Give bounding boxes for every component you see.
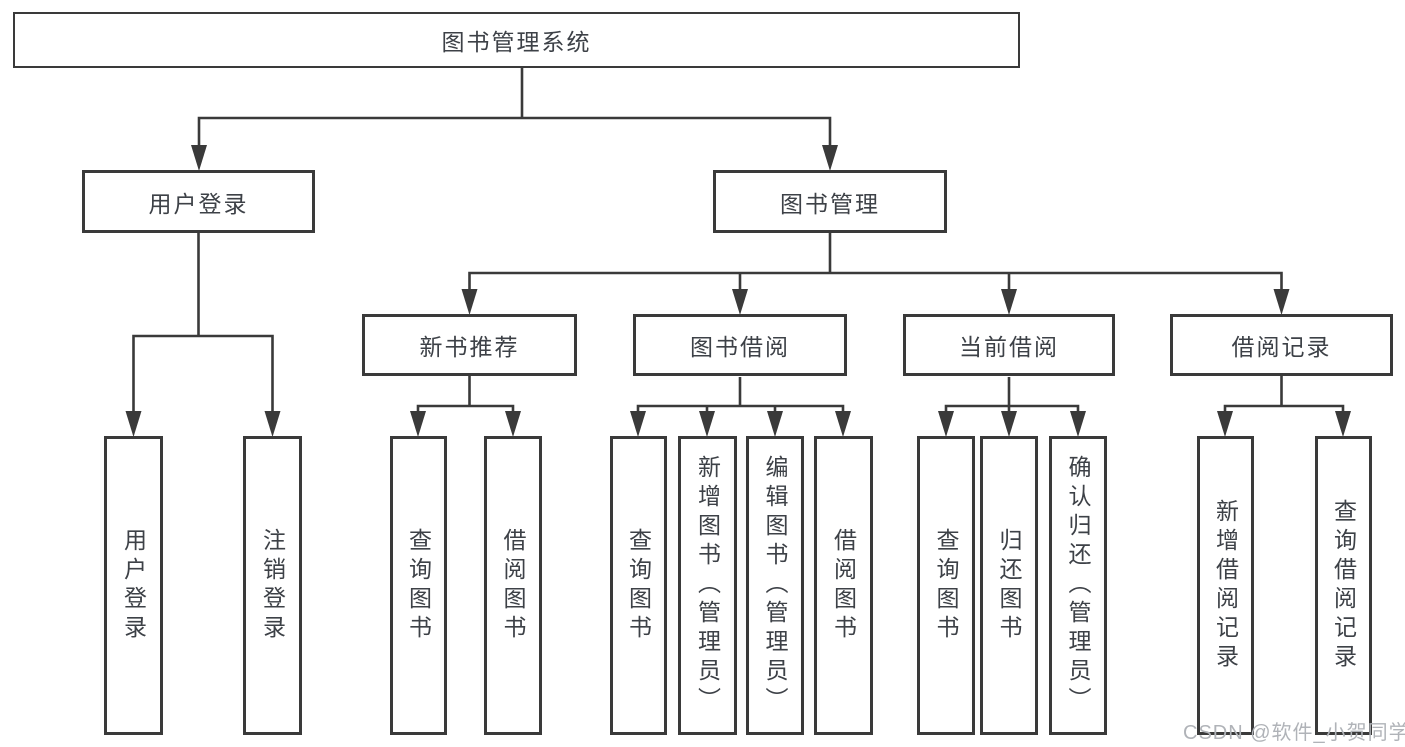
leaf-add-book-admin: 新增图书（管理员）	[678, 436, 737, 735]
leaf-confirm-return-admin-label: 确认归还（管理员）	[1065, 455, 1091, 716]
node-user-login-label: 用户登录	[148, 190, 249, 217]
csdn-watermark: CSDN @软件_小贺同学	[1183, 722, 1405, 744]
node-root-label: 图书管理系统	[441, 29, 592, 55]
leaf-user-login-label: 用户登录	[120, 527, 147, 644]
leaf-add-book-admin-label: 新增图书（管理员）	[694, 455, 721, 716]
leaf-query-books-1-label: 查询图书	[405, 527, 432, 644]
leaf-query-books-2: 查询图书	[610, 436, 667, 735]
node-borrow-records-label: 借阅记录	[1231, 334, 1332, 360]
node-book-management: 图书管理	[713, 170, 947, 233]
leaf-borrow-books-2: 借阅图书	[814, 436, 873, 735]
connector-level3-split	[468, 271, 1283, 290]
connector-level2-split	[197, 116, 832, 146]
node-book-management-label: 图书管理	[780, 190, 880, 217]
node-user-login: 用户登录	[82, 170, 315, 233]
connector-userlogin-split	[132, 334, 274, 412]
leaf-query-books-3-label: 查询图书	[933, 527, 959, 644]
leaf-borrow-books-1: 借阅图书	[484, 436, 542, 735]
arrowheads	[125, 145, 1351, 437]
node-borrow-records: 借阅记录	[1170, 314, 1393, 376]
leaf-query-borrow-record-label: 查询借阅记录	[1330, 498, 1357, 673]
leaf-borrow-books-1-label: 借阅图书	[500, 527, 526, 644]
leaf-return-books-label: 归还图书	[996, 527, 1022, 644]
node-book-borrow-label: 图书借阅	[690, 334, 790, 360]
connector-cb-split	[944, 404, 1080, 412]
node-root: 图书管理系统	[13, 12, 1020, 68]
leaf-confirm-return-admin: 确认归还（管理员）	[1049, 436, 1107, 735]
node-new-book-recommend: 新书推荐	[362, 314, 577, 376]
node-current-borrow: 当前借阅	[903, 314, 1115, 376]
node-current-borrow-label: 当前借阅	[959, 334, 1059, 360]
node-new-book-recommend-label: 新书推荐	[419, 334, 520, 360]
connector-nbr-split	[416, 404, 515, 412]
leaf-add-borrow-record: 新增借阅记录	[1197, 436, 1254, 735]
leaf-user-login: 用户登录	[104, 436, 163, 735]
leaf-logout: 注销登录	[243, 436, 302, 735]
leaf-query-books-3: 查询图书	[917, 436, 975, 735]
leaf-add-borrow-record-label: 新增借阅记录	[1212, 498, 1239, 673]
leaf-logout-label: 注销登录	[259, 527, 286, 644]
connector-bb-split	[636, 404, 845, 412]
leaf-borrow-books-2-label: 借阅图书	[830, 527, 857, 644]
connector-br-split	[1223, 404, 1345, 412]
leaf-return-books: 归还图书	[980, 436, 1038, 735]
leaf-edit-book-admin-label: 编辑图书（管理员）	[762, 455, 788, 716]
leaf-query-books-1: 查询图书	[390, 436, 447, 735]
node-book-borrow: 图书借阅	[633, 314, 847, 376]
leaf-query-borrow-record: 查询借阅记录	[1315, 436, 1372, 735]
leaf-edit-book-admin: 编辑图书（管理员）	[746, 436, 804, 735]
leaf-query-books-2-label: 查询图书	[625, 527, 652, 644]
